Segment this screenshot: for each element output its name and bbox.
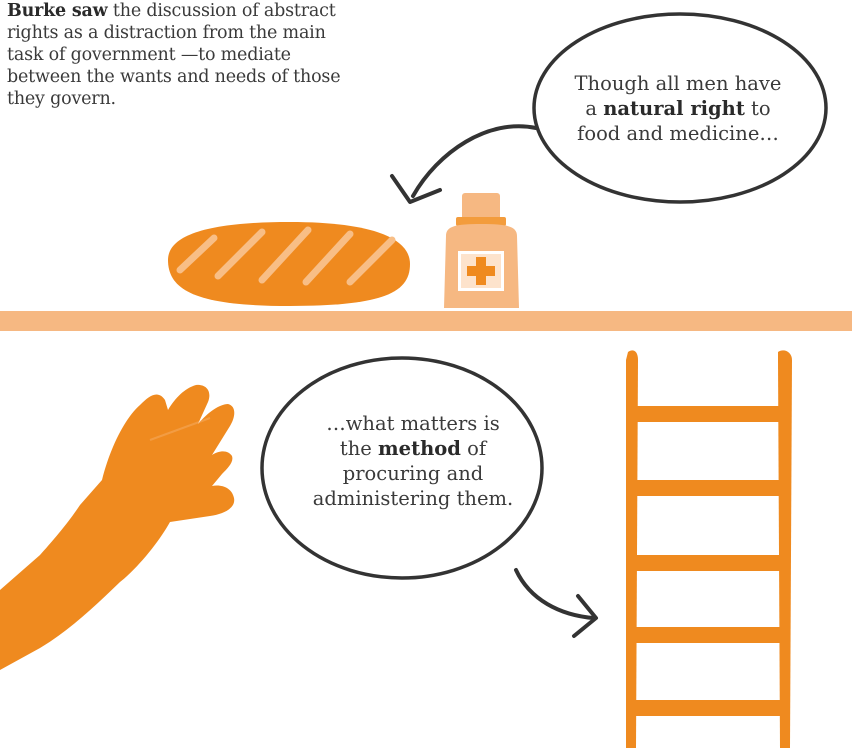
bubble-bottom-line-2: the method of <box>298 436 528 461</box>
medicine-bottle-icon <box>444 193 519 308</box>
bubble-bottom-pre: the <box>339 437 379 460</box>
arrow-to-ladder-icon <box>514 568 595 620</box>
bubble-top-line-2: a natural right to <box>556 96 800 121</box>
bread-loaf-icon <box>168 222 410 306</box>
speech-bubble-bottom-text: …what matters is the method of procuring… <box>298 411 528 511</box>
reaching-hand-icon <box>0 384 235 670</box>
caption-bold-lead: Burke saw <box>7 1 108 21</box>
arrow-to-bread-icon <box>411 124 538 198</box>
bubble-bottom-line-3: procuring and <box>342 462 484 485</box>
bubble-top-post: to <box>744 97 771 120</box>
bubble-bottom-bold: method <box>378 437 461 460</box>
caption-body-text: the discussion of abstract rights as a d… <box>7 1 341 109</box>
bubble-bottom-post: of <box>460 437 487 460</box>
caption-paragraph: Burke saw the discussion of abstract rig… <box>7 0 347 110</box>
speech-bubble-top-text: Though all men have a natural right to f… <box>556 71 800 146</box>
bubble-top-line-1: Though all men have <box>574 72 782 95</box>
shelf <box>0 311 852 331</box>
bubble-bottom-line-1: …what matters is <box>326 412 500 435</box>
speech-bubble-top <box>532 12 828 204</box>
bubble-top-line-3: food and medicine… <box>577 122 779 145</box>
bubble-bottom-line-4: administering them. <box>312 487 514 510</box>
speech-bubble-bottom <box>260 356 544 580</box>
ladder-icon <box>626 350 792 748</box>
bubble-top-pre: a <box>585 97 604 120</box>
bubble-top-bold: natural right <box>603 97 745 120</box>
